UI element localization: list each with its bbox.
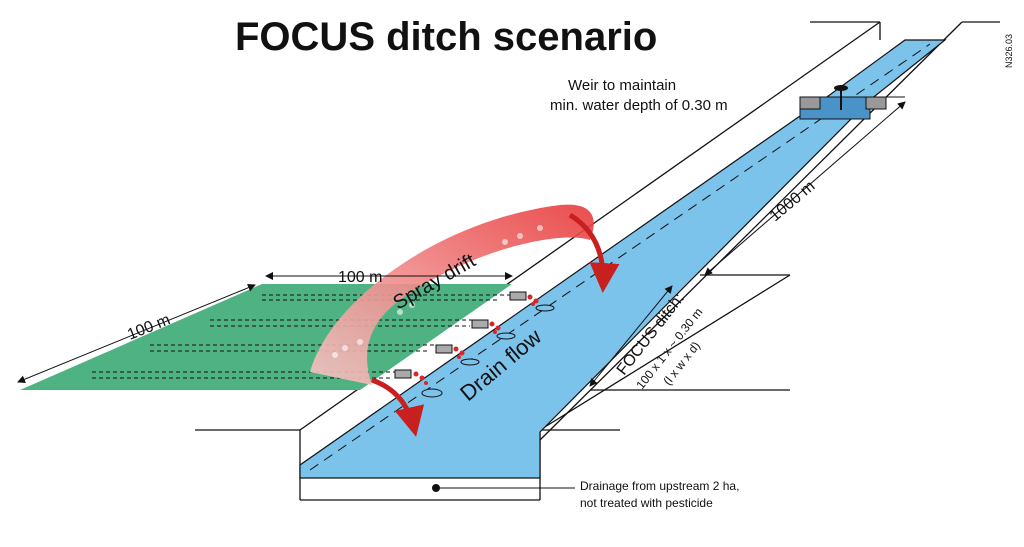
upstream-label-1: Drainage from upstream 2 ha,	[580, 479, 739, 493]
weir-label-1: Weir to maintain	[568, 77, 676, 94]
drift-arrow-1	[371, 377, 425, 437]
drift-droplets	[332, 225, 543, 358]
ditch-length-arrow	[704, 101, 906, 276]
drain-outlets	[394, 291, 555, 398]
ditch-width-arrow	[589, 285, 673, 387]
weir-label-2: min. water depth of 0.30 m	[550, 97, 728, 114]
upstream-label-2: not treated with pesticide	[580, 496, 713, 510]
field-length-arrow	[17, 283, 256, 384]
pesticide-droplets	[413, 294, 539, 385]
figure-code: N326.03	[1004, 34, 1014, 68]
diagram-title: FOCUS ditch scenario	[235, 15, 657, 59]
drift-arrow-2	[568, 212, 620, 293]
upstream-point	[432, 484, 440, 492]
field-width-label: 100 m	[338, 269, 382, 286]
spray-drift-plume	[310, 204, 594, 385]
flow-centerline	[309, 43, 931, 471]
